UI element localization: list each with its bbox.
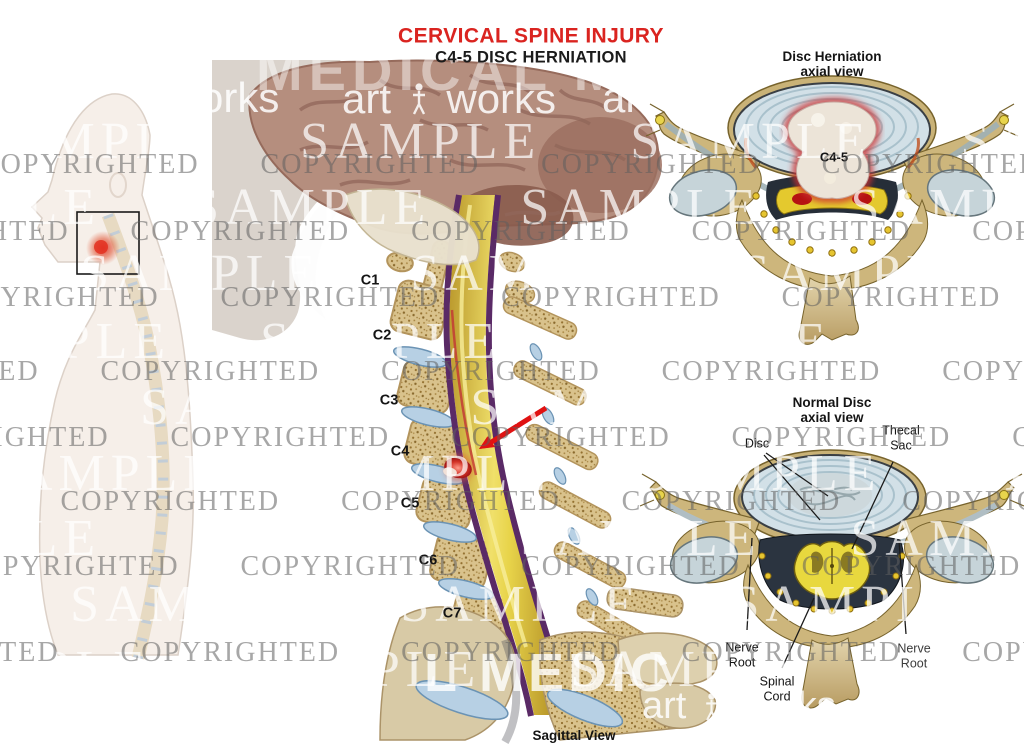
facet-joint [926,169,996,217]
ligamentum-dots [758,552,906,615]
facet-joint [669,536,739,584]
brain [248,59,662,246]
injury-locator-box [76,211,140,275]
facet-joint [925,536,995,584]
sagittal-view-illustration [212,59,718,744]
spinal-cord-axial [793,540,871,600]
body-side-figure [30,93,195,660]
disc-herniation [441,450,477,486]
lower-spine-bones [379,586,718,744]
herniation-axial-illustration [645,75,1019,345]
leader-lines [746,452,907,669]
dura-anterior [443,194,534,717]
posterior-elements [498,251,648,650]
disc-nucleus [788,473,872,517]
normal-axial-illustration [639,449,1024,709]
herniated-nucleus [783,97,881,203]
facet-joint [668,169,738,217]
spinous-process [801,637,860,709]
spinous-process [798,275,859,345]
herniation-arrow [479,405,548,449]
ligamentum-dots [752,192,912,257]
skull-base [344,188,480,266]
